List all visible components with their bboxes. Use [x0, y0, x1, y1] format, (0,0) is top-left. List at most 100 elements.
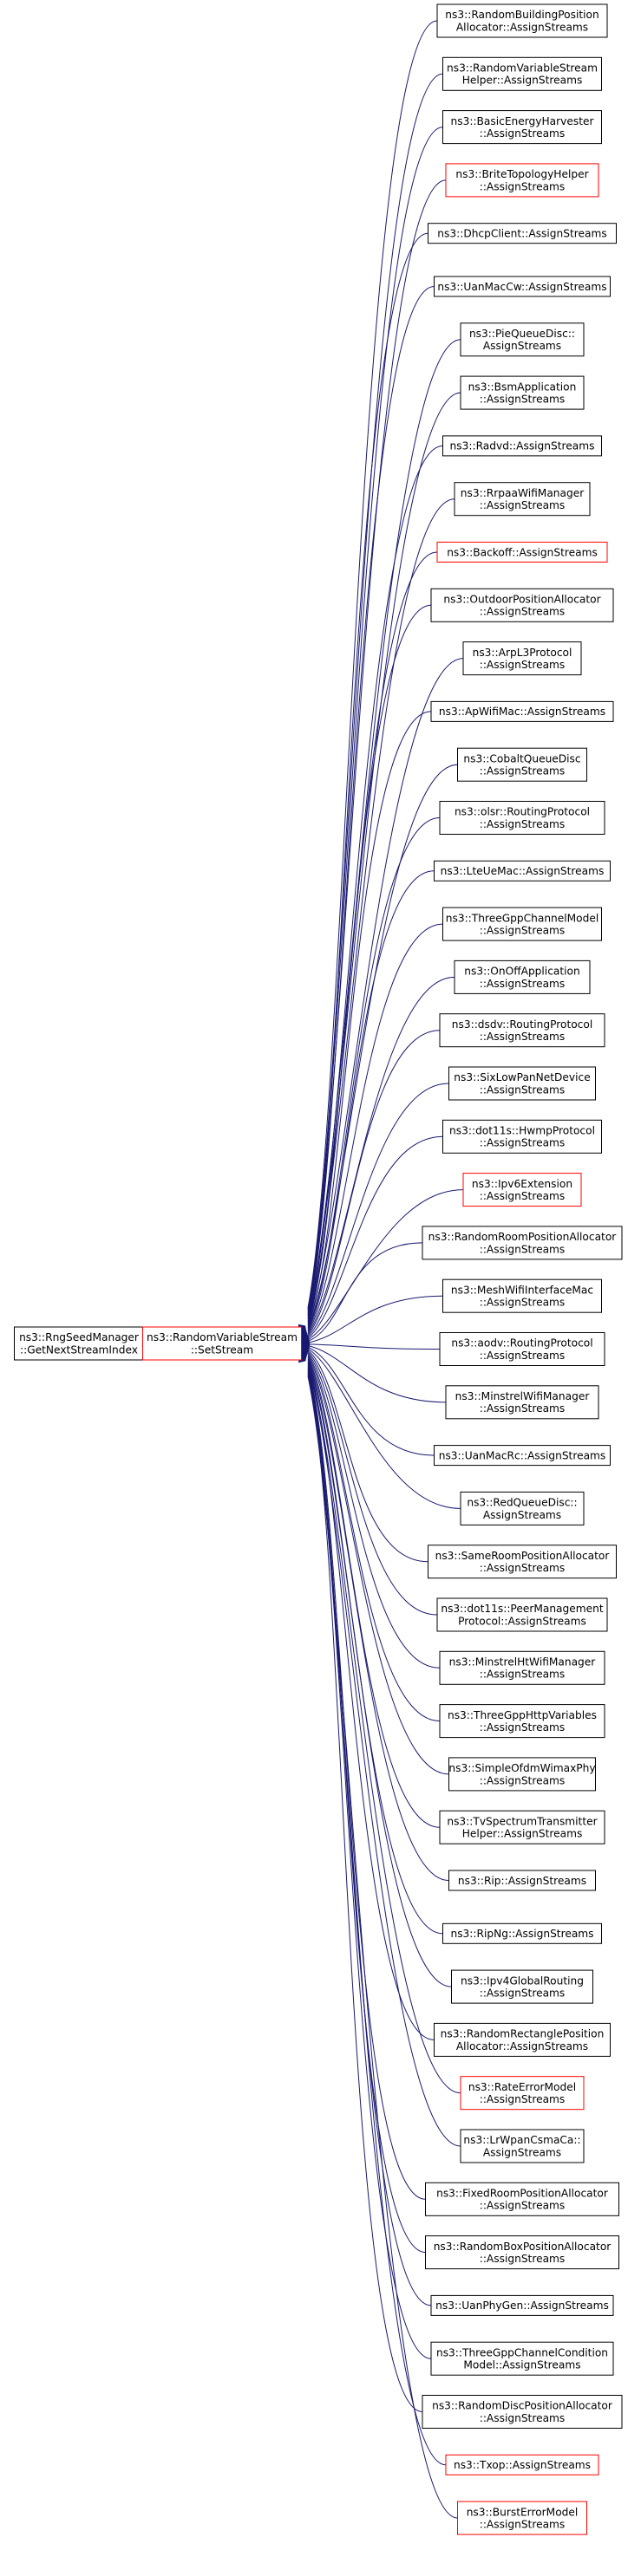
node-caller-dhcpclient-assignstreams-box — [428, 223, 617, 244]
node-caller-radvd-assignstreams[interactable]: ns3::Radvd::AssignStreams — [442, 435, 602, 457]
node-caller-basicenergyharvester-assignstreams-label-line-1: ns3::BasicEnergyHarvester — [451, 115, 595, 127]
node-caller-bursterrormodel-assignstreams[interactable]: ns3::BurstErrorModel::AssignStreams — [457, 2501, 587, 2535]
edge-uanmacrc-assignstreams-to-set-stream — [307, 1346, 435, 1456]
node-caller-olsr-routingprotocol-assignstreams-box — [439, 801, 605, 835]
node-caller-randombuildingpositionallocator-assignstreams[interactable]: ns3::RandomBuildingPositionAllocator::As… — [436, 3, 608, 38]
node-caller-bsmapplication-assignstreams-label-line-2: ::AssignStreams — [480, 394, 566, 406]
node-caller-arpl3protocol-assignstreams-label-line-2: ::AssignStreams — [480, 659, 566, 671]
node-caller-cobaltqueuedisc-assignstreams-label-line-1: ns3::CobaltQueueDisc — [463, 752, 580, 764]
node-caller-sameroompositionallocator-assignstreams-label-line-2: ::AssignStreams — [480, 1562, 566, 1574]
node-caller-ipv6extension-assignstreams-label-line-1: ns3::Ipv6Extension — [472, 1178, 572, 1190]
node-caller-outdoorpositionallocator-assignstreams-label-line-2: ::AssignStreams — [480, 606, 566, 618]
node-caller-basicenergyharvester-assignstreams-box — [442, 110, 602, 145]
node-caller-threegppchannelmodel-assignstreams[interactable]: ns3::ThreeGppChannelModel::AssignStreams — [442, 907, 602, 941]
node-caller-uanphygen-assignstreams[interactable]: ns3::UanPhyGen::AssignStreams — [430, 2294, 614, 2316]
node-caller-lteuemac-assignstreams[interactable]: ns3::LteUeMac::AssignStreams — [434, 860, 611, 881]
node-caller-sixlowpannetdevice-assignstreams-box — [448, 1066, 596, 1101]
node-caller-piequeuedisc-assignstreams-label-line-1: ns3::PieQueueDisc:: — [469, 328, 575, 340]
node-caller-meshwifiinterfacemac-assignstreams[interactable]: ns3::MeshWifiInterfaceMac::AssignStreams — [442, 1278, 602, 1313]
node-caller-rrpaawifimanager-assignstreams[interactable]: ns3::RrpaaWifiManager::AssignStreams — [454, 482, 591, 517]
node-caller-dot11s-hwmpprotocol-assignstreams-label-line-1: ns3::dot11s::HwmpProtocol — [449, 1125, 595, 1137]
node-caller-dhcpclient-assignstreams[interactable]: ns3::DhcpClient::AssignStreams — [428, 223, 617, 244]
node-rng-seed-manager-get-next-stream-index[interactable]: ns3::RngSeedManager::GetNextStreamIndex — [14, 1326, 144, 1361]
node-caller-piequeuedisc-assignstreams[interactable]: ns3::PieQueueDisc::AssignStreams — [460, 322, 585, 357]
node-caller-rateerrormodel-assignstreams-box — [460, 2076, 585, 2111]
node-caller-onoffapplication-assignstreams[interactable]: ns3::OnOffApplication::AssignStreams — [454, 959, 591, 994]
node-caller-ipv4globalrouting-assignstreams-label-line-2: ::AssignStreams — [480, 1987, 566, 2000]
node-caller-ipv6extension-assignstreams-label-line-2: ::AssignStreams — [480, 1190, 566, 1202]
node-caller-randombuildingpositionallocator-assignstreams-label-line-2: Allocator::AssignStreams — [456, 21, 588, 33]
edge-dhcpclient-assignstreams-to-set-stream — [307, 232, 428, 1314]
node-caller-sixlowpannetdevice-assignstreams[interactable]: ns3::SixLowPanNetDevice::AssignStreams — [448, 1066, 596, 1101]
node-caller-uanmaccw-assignstreams[interactable]: ns3::UanMacCw::AssignStreams — [434, 276, 611, 297]
node-caller-backoff-assignstreams[interactable]: ns3::Backoff::AssignStreams — [436, 542, 608, 563]
edge-randomroompositionallocator-assignstreams-to-set-stream — [307, 1242, 423, 1342]
node-caller-redqueuedisc-assignstreams[interactable]: ns3::RedQueueDisc::AssignStreams — [460, 1491, 585, 1525]
node-caller-dot11s-peermanagementprotocol-assignstreams-label-line-1: ns3::dot11s::PeerManagement — [441, 1603, 604, 1615]
node-caller-piequeuedisc-assignstreams-box — [460, 322, 585, 357]
node-caller-ipv4globalrouting-assignstreams[interactable]: ns3::Ipv4GlobalRouting::AssignStreams — [451, 1969, 593, 2004]
node-caller-randomroompositionallocator-assignstreams-label-line-1: ns3::RandomRoomPositionAllocator — [428, 1231, 618, 1243]
node-caller-ripng-assignstreams[interactable]: ns3::RipNg::AssignStreams — [442, 1922, 602, 1944]
node-caller-arpl3protocol-assignstreams[interactable]: ns3::ArpL3Protocol::AssignStreams — [462, 641, 582, 676]
node-caller-randomrectanglepositionallocator-assignstreams-label-line-2: Allocator::AssignStreams — [456, 2040, 588, 2052]
node-caller-dhcpclient-assignstreams-label-line-1: ns3::DhcpClient::AssignStreams — [437, 228, 606, 240]
node-caller-threegpphttpvariables-assignstreams[interactable]: ns3::ThreeGppHttpVariables::AssignStream… — [439, 1704, 605, 1739]
edge-dot11s-hwmpprotocol-assignstreams-to-set-stream — [307, 1135, 443, 1339]
node-caller-dsdv-routingprotocol-assignstreams[interactable]: ns3::dsdv::RoutingProtocol::AssignStream… — [439, 1013, 605, 1048]
node-caller-britetopologyhelper-assignstreams[interactable]: ns3::BriteTopologyHelper::AssignStreams — [445, 163, 599, 198]
node-caller-threegppchannelconditionmodel-assignstreams[interactable]: ns3::ThreeGppChannelConditionModel::Assi… — [430, 2341, 614, 2376]
node-caller-radvd-assignstreams-box — [442, 435, 602, 457]
node-random-variable-stream-set-stream-box — [142, 1326, 302, 1361]
node-caller-randomroompositionallocator-assignstreams-box — [422, 1226, 623, 1260]
edge-dsdv-routingprotocol-assignstreams-to-set-stream — [307, 1030, 441, 1337]
node-caller-randomvariablestreamhelper-assignstreams[interactable]: ns3::RandomVariableStreamHelper::AssignS… — [442, 56, 602, 91]
node-caller-dot11s-hwmpprotocol-assignstreams[interactable]: ns3::dot11s::HwmpProtocol::AssignStreams — [442, 1119, 602, 1154]
node-caller-rip-assignstreams[interactable]: ns3::Rip::AssignStreams — [448, 1870, 596, 1891]
node-caller-lrwpancsmaca-assignstreams[interactable]: ns3::LrWpanCsmaCa::AssignStreams — [460, 2129, 585, 2163]
node-caller-minstrelhtwifimanager-assignstreams[interactable]: ns3::MinstrelHtWifiManager::AssignStream… — [439, 1650, 605, 1685]
node-caller-randomvariablestreamhelper-assignstreams-label-line-1: ns3::RandomVariableStream — [447, 62, 598, 75]
node-caller-outdoorpositionallocator-assignstreams[interactable]: ns3::OutdoorPositionAllocator::AssignStr… — [430, 588, 614, 622]
edge-sameroompositionallocator-assignstreams-to-set-stream — [307, 1350, 428, 1563]
node-rng-seed-manager-get-next-stream-index-label-line-2: ::GetNextStreamIndex — [20, 1343, 138, 1356]
node-caller-meshwifiinterfacemac-assignstreams-box — [442, 1278, 602, 1313]
node-caller-dot11s-peermanagementprotocol-assignstreams[interactable]: ns3::dot11s::PeerManagementProtocol::Ass… — [436, 1597, 608, 1632]
node-caller-tvspectrumtransmitterhelper-assignstreams[interactable]: ns3::TvSpectrumTransmitterHelper::Assign… — [439, 1810, 605, 1844]
node-caller-bursterrormodel-assignstreams-label-line-1: ns3::BurstErrorModel — [467, 2506, 579, 2518]
node-caller-dot11s-hwmpprotocol-assignstreams-box — [442, 1119, 602, 1154]
node-caller-threegppchannelconditionmodel-assignstreams-label-line-1: ns3::ThreeGppChannelCondition — [436, 2346, 608, 2358]
node-caller-rateerrormodel-assignstreams[interactable]: ns3::RateErrorModel::AssignStreams — [460, 2076, 585, 2111]
node-caller-ipv6extension-assignstreams[interactable]: ns3::Ipv6Extension::AssignStreams — [462, 1173, 582, 1207]
node-caller-simpleofdmwimaxphy-assignstreams[interactable]: ns3::SimpleOfdmWimaxPhy::AssignStreams — [448, 1757, 596, 1792]
node-caller-randomroompositionallocator-assignstreams-label-line-2: ::AssignStreams — [480, 1243, 566, 1255]
node-caller-randomdiscpositionallocator-assignstreams[interactable]: ns3::RandomDiscPositionAllocator::Assign… — [422, 2395, 623, 2429]
node-caller-olsr-routingprotocol-assignstreams[interactable]: ns3::olsr::RoutingProtocol::AssignStream… — [439, 801, 605, 835]
edge-outdoorpositionallocator-assignstreams-to-set-stream — [307, 604, 432, 1324]
node-caller-uanmacrc-assignstreams-label-line-1: ns3::UanMacRc::AssignStreams — [439, 1449, 606, 1461]
node-caller-txop-assignstreams[interactable]: ns3::Txop::AssignStreams — [445, 2454, 599, 2475]
node-caller-minstrelwifimanager-assignstreams-box — [445, 1385, 599, 1420]
node-caller-randomboxpositionallocator-assignstreams[interactable]: ns3::RandomBoxPositionAllocator::AssignS… — [425, 2235, 619, 2270]
node-caller-uanmacrc-assignstreams[interactable]: ns3::UanMacRc::AssignStreams — [434, 1445, 611, 1467]
edge-threegppchannelconditionmodel-assignstreams-to-set-stream — [307, 1371, 432, 2359]
node-caller-ripng-assignstreams-box — [442, 1922, 602, 1944]
node-caller-aodv-routingprotocol-assignstreams[interactable]: ns3::aodv::RoutingProtocol::AssignStream… — [439, 1332, 605, 1366]
edge-lteuemac-assignstreams-to-set-stream — [307, 870, 435, 1331]
node-caller-randomboxpositionallocator-assignstreams-box — [425, 2235, 619, 2270]
node-caller-apwifimac-assignstreams[interactable]: ns3::ApWifiMac::AssignStreams — [430, 700, 614, 722]
node-caller-randomrectanglepositionallocator-assignstreams[interactable]: ns3::RandomRectanglePositionAllocator::A… — [434, 2022, 611, 2057]
node-caller-minstrelwifimanager-assignstreams[interactable]: ns3::MinstrelWifiManager::AssignStreams — [445, 1385, 599, 1420]
node-caller-randomroompositionallocator-assignstreams[interactable]: ns3::RandomRoomPositionAllocator::Assign… — [422, 1226, 623, 1260]
node-caller-tvspectrumtransmitterhelper-assignstreams-label-line-1: ns3::TvSpectrumTransmitter — [447, 1815, 598, 1827]
node-caller-bsmapplication-assignstreams[interactable]: ns3::BsmApplication::AssignStreams — [460, 375, 585, 410]
edge-uanmaccw-assignstreams-to-set-stream — [307, 286, 435, 1316]
node-caller-fixedroompositionallocator-assignstreams[interactable]: ns3::FixedRoomPositionAllocator::AssignS… — [425, 2182, 619, 2216]
node-random-variable-stream-set-stream[interactable]: ns3::RandomVariableStream::SetStream — [142, 1326, 302, 1361]
node-random-variable-stream-set-stream-label-line-2: ::SetStream — [191, 1343, 253, 1356]
node-caller-cobaltqueuedisc-assignstreams[interactable]: ns3::CobaltQueueDisc::AssignStreams — [457, 747, 587, 782]
node-caller-sameroompositionallocator-assignstreams[interactable]: ns3::SameRoomPositionAllocator::AssignSt… — [428, 1545, 617, 1579]
edge-piequeuedisc-assignstreams-to-set-stream — [307, 339, 461, 1317]
edge-minstrelhtwifimanager-assignstreams-to-set-stream — [307, 1352, 441, 1669]
node-caller-basicenergyharvester-assignstreams[interactable]: ns3::BasicEnergyHarvester::AssignStreams — [442, 110, 602, 145]
